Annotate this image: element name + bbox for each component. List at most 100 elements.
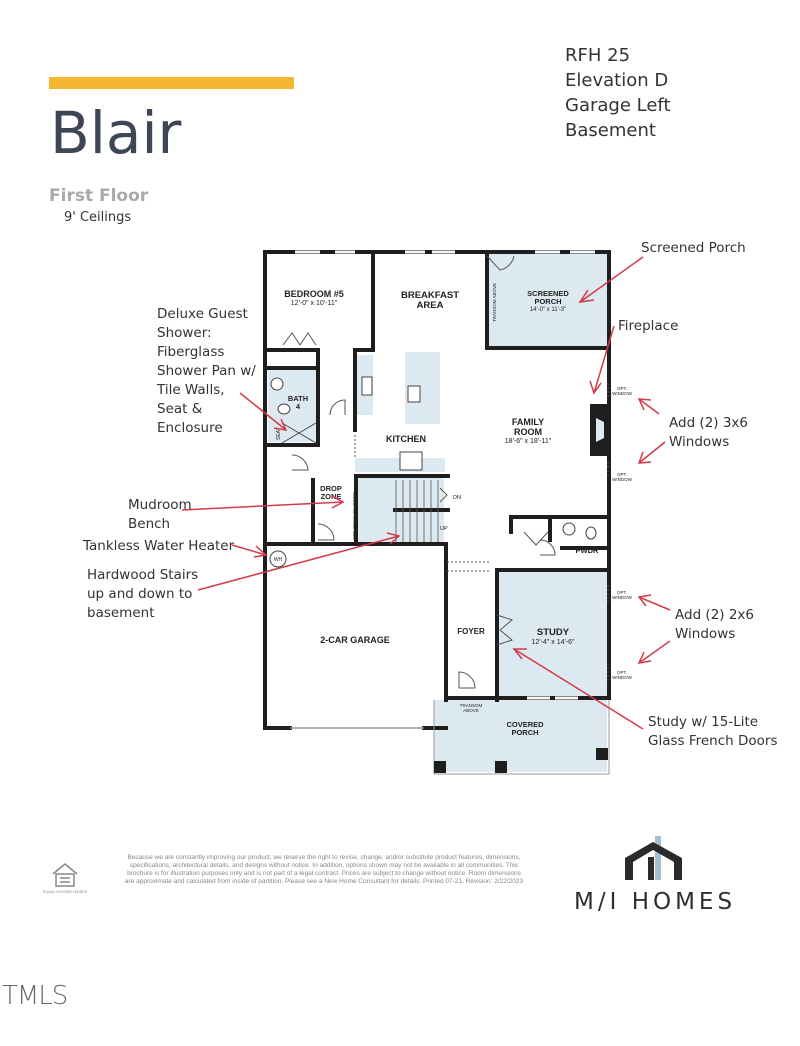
svg-text:WINDOW: WINDOW (612, 675, 632, 680)
screened-porch-label: SCREENED (527, 289, 569, 298)
arrow-stairs (197, 535, 400, 591)
arrow-screened-porch (579, 256, 644, 303)
callout-water-heater: Tankless Water Heater (83, 538, 235, 554)
arrow-window-2 (638, 441, 666, 464)
family-room-label: FAMILY (512, 417, 544, 427)
foyer-label: FOYER (457, 627, 485, 636)
cooktop-icon (361, 376, 373, 396)
pwdr-toilet-icon (585, 526, 597, 540)
callout-mudroom-line1: Mudroom (128, 497, 192, 513)
plan-info: RFH 25 Elevation D Garage Left Basement (565, 43, 671, 143)
bedroom5-label: BEDROOM #5 (284, 289, 344, 299)
covered-porch-label-2: PORCH (511, 728, 538, 737)
breakfast-label: BREAKFAST (401, 290, 459, 301)
callout-2x6-line2: Windows (675, 626, 736, 642)
range-icon (399, 451, 423, 471)
mi-homes-logo-icon (625, 836, 682, 880)
callout-fireplace: Fireplace (618, 318, 679, 334)
study-dims: 12'-4" x 14'-6" (531, 639, 575, 646)
brand-wordmark: M/I HOMES (574, 889, 737, 915)
covered-porch-label: COVERED (506, 720, 544, 729)
drop-zone-label-2: ZONE (321, 492, 342, 501)
callout-3x6-windows: Add (2) 3x6 Windows (669, 414, 748, 452)
callout-shower-line: Fiberglass (157, 344, 225, 360)
arrow-window-1 (638, 398, 660, 415)
callout-3x6-line2: Windows (669, 434, 730, 450)
transom-tag: TRANSOM ABOVE (492, 283, 497, 322)
covered-porch (433, 700, 610, 775)
callout-2x6-line1: Add (2) 2x6 (675, 607, 755, 623)
arrow-mudroom (181, 501, 344, 511)
screened-porch-label-2: PORCH (534, 297, 561, 306)
watermark: TMLS (2, 981, 68, 1011)
stair-treads (395, 480, 439, 542)
bath4-label-2: 4 (296, 402, 301, 411)
callout-shower-line: Deluxe Guest (157, 306, 248, 322)
firebox (596, 418, 604, 442)
callout-arrows (181, 256, 671, 730)
doors (282, 255, 556, 689)
sink-icon (270, 377, 284, 391)
svg-text:WINDOW: WINDOW (612, 595, 632, 600)
screened-porch-dims: 14'-0" x 11'-3" (530, 307, 566, 313)
accent-bar (49, 77, 294, 89)
svg-text:OPT.: OPT. (617, 472, 627, 477)
svg-text:OPT.: OPT. (617, 386, 627, 391)
callout-screened-porch: Screened Porch (641, 240, 746, 256)
callout-study-doors: Study w/ 15-Lite Glass French Doors (648, 713, 778, 751)
model-title: Blair (50, 99, 182, 167)
disclaimer: Because we are constantly improving our … (124, 854, 524, 885)
arrow-window-3 (638, 596, 671, 611)
pwdr-label: PWDR (576, 546, 599, 555)
plan-foundation: Basement (565, 120, 656, 141)
drop-zone-label: DROP (320, 484, 342, 493)
arrow-water-heater (231, 544, 267, 556)
screened-porch-fill (487, 252, 609, 348)
bath-fixtures (269, 376, 597, 568)
windows (295, 250, 595, 700)
svg-text:WINDOW: WINDOW (612, 477, 632, 482)
svg-text:OPT.: OPT. (617, 670, 627, 675)
opt-window-tags: OPT. WINDOW OPT. WINDOW OPT. WINDOW OPT.… (612, 386, 632, 680)
pwdr-fill (570, 520, 605, 560)
callout-shower-line: Tile Walls, (157, 382, 225, 398)
equal-housing-label: EQUAL HOUSING LENDER (43, 890, 88, 894)
arrow-guest-shower (239, 392, 287, 431)
arrow-window-4 (638, 640, 671, 664)
kitchen-label: KITCHEN (386, 434, 426, 444)
bedroom5-dims: 12'-0" x 10'-11" (291, 300, 338, 307)
arrow-fireplace (593, 325, 615, 394)
floor-label: First Floor (49, 186, 149, 206)
seat-tag: SEAT (276, 427, 282, 440)
callout-stairs-line3: basement (87, 605, 155, 621)
study-fill (499, 572, 607, 698)
ceiling-label: 9' Ceilings (64, 210, 132, 225)
pwdr-sink-icon (562, 522, 576, 536)
family-room-label-2: ROOM (514, 427, 542, 437)
callout-shower-line: Seat & (157, 401, 203, 417)
callout-2x6-windows: Add (2) 2x6 Windows (675, 606, 754, 644)
callout-guest-shower: Deluxe Guest Shower: Fiberglass Shower P… (157, 305, 256, 438)
plan-elevation: Elevation D (565, 70, 669, 91)
stairs-down-tag: DN (453, 495, 461, 501)
toilet-icon (277, 403, 291, 415)
water-heater-icon (269, 550, 287, 568)
callout-study-line2: Glass French Doors (648, 733, 778, 749)
kitchen-sink-icon (407, 385, 421, 403)
optional-windows (354, 383, 609, 683)
callout-stairs-line1: Hardwood Stairs (87, 567, 199, 583)
breakfast-label-2: AREA (417, 300, 444, 311)
svg-text:OPT.: OPT. (617, 590, 627, 595)
opt-bench-tag: OPT. BENCH/CUBBIES (352, 492, 357, 540)
callout-stairs: Hardwood Stairs up and down to basement (87, 566, 198, 623)
family-room-dims: 18'-6" x 18'-11" (505, 438, 552, 445)
arrow-study-doors (513, 648, 644, 730)
callout-stairs-line2: up and down to (87, 586, 193, 602)
callout-study-line1: Study w/ 15-Lite (648, 714, 759, 730)
callout-shower-line: Enclosure (157, 420, 223, 436)
garage-label: 2-CAR GARAGE (320, 635, 390, 645)
callout-3x6-line1: Add (2) 3x6 (669, 415, 749, 431)
study-label: STUDY (537, 627, 570, 638)
wh-tag: WH (274, 557, 283, 563)
